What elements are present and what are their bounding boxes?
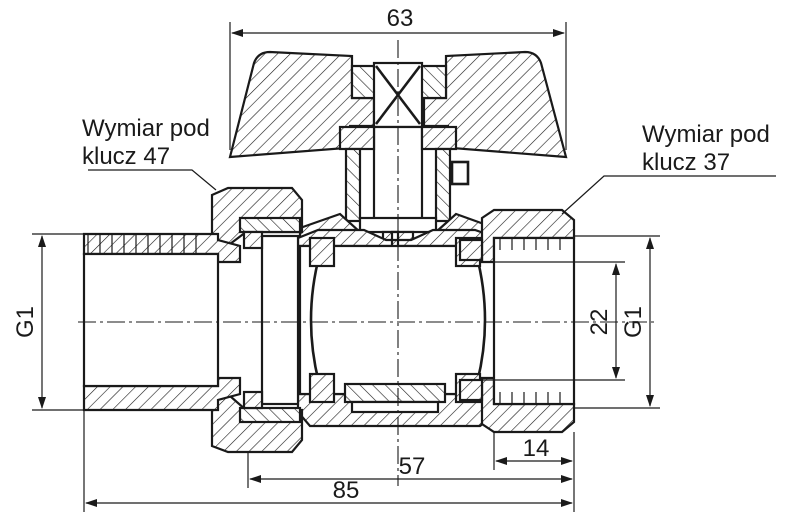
dim-85-label: 85 xyxy=(333,477,360,504)
dim-14 xyxy=(493,432,575,470)
dim-63 xyxy=(229,22,567,150)
dim-22-label: 22 xyxy=(586,309,613,336)
note-left-line1: Wymiar pod xyxy=(82,115,210,142)
dim-14-label: 14 xyxy=(523,435,550,462)
note-left-line2: klucz 47 xyxy=(82,143,170,170)
note-right-line1: Wymiar pod xyxy=(642,121,770,148)
leader-left xyxy=(88,169,217,191)
dim-85 xyxy=(83,410,575,512)
left-union-nut xyxy=(210,186,304,454)
right-female-end xyxy=(458,208,576,434)
dim-g1-right-label: G1 xyxy=(620,306,647,338)
dim-g1-left-label: G1 xyxy=(12,306,39,338)
valve-stem xyxy=(338,61,470,256)
dim-57-label: 57 xyxy=(399,453,426,480)
dim-g1-right xyxy=(574,235,660,409)
dim-g1-left xyxy=(32,233,84,411)
note-right-line2: klucz 37 xyxy=(642,149,730,176)
left-threaded-pipe xyxy=(82,232,242,412)
dim-22 xyxy=(482,261,625,381)
dim-63-label: 63 xyxy=(387,5,414,32)
dim-57 xyxy=(247,452,573,488)
leader-right xyxy=(561,175,776,215)
